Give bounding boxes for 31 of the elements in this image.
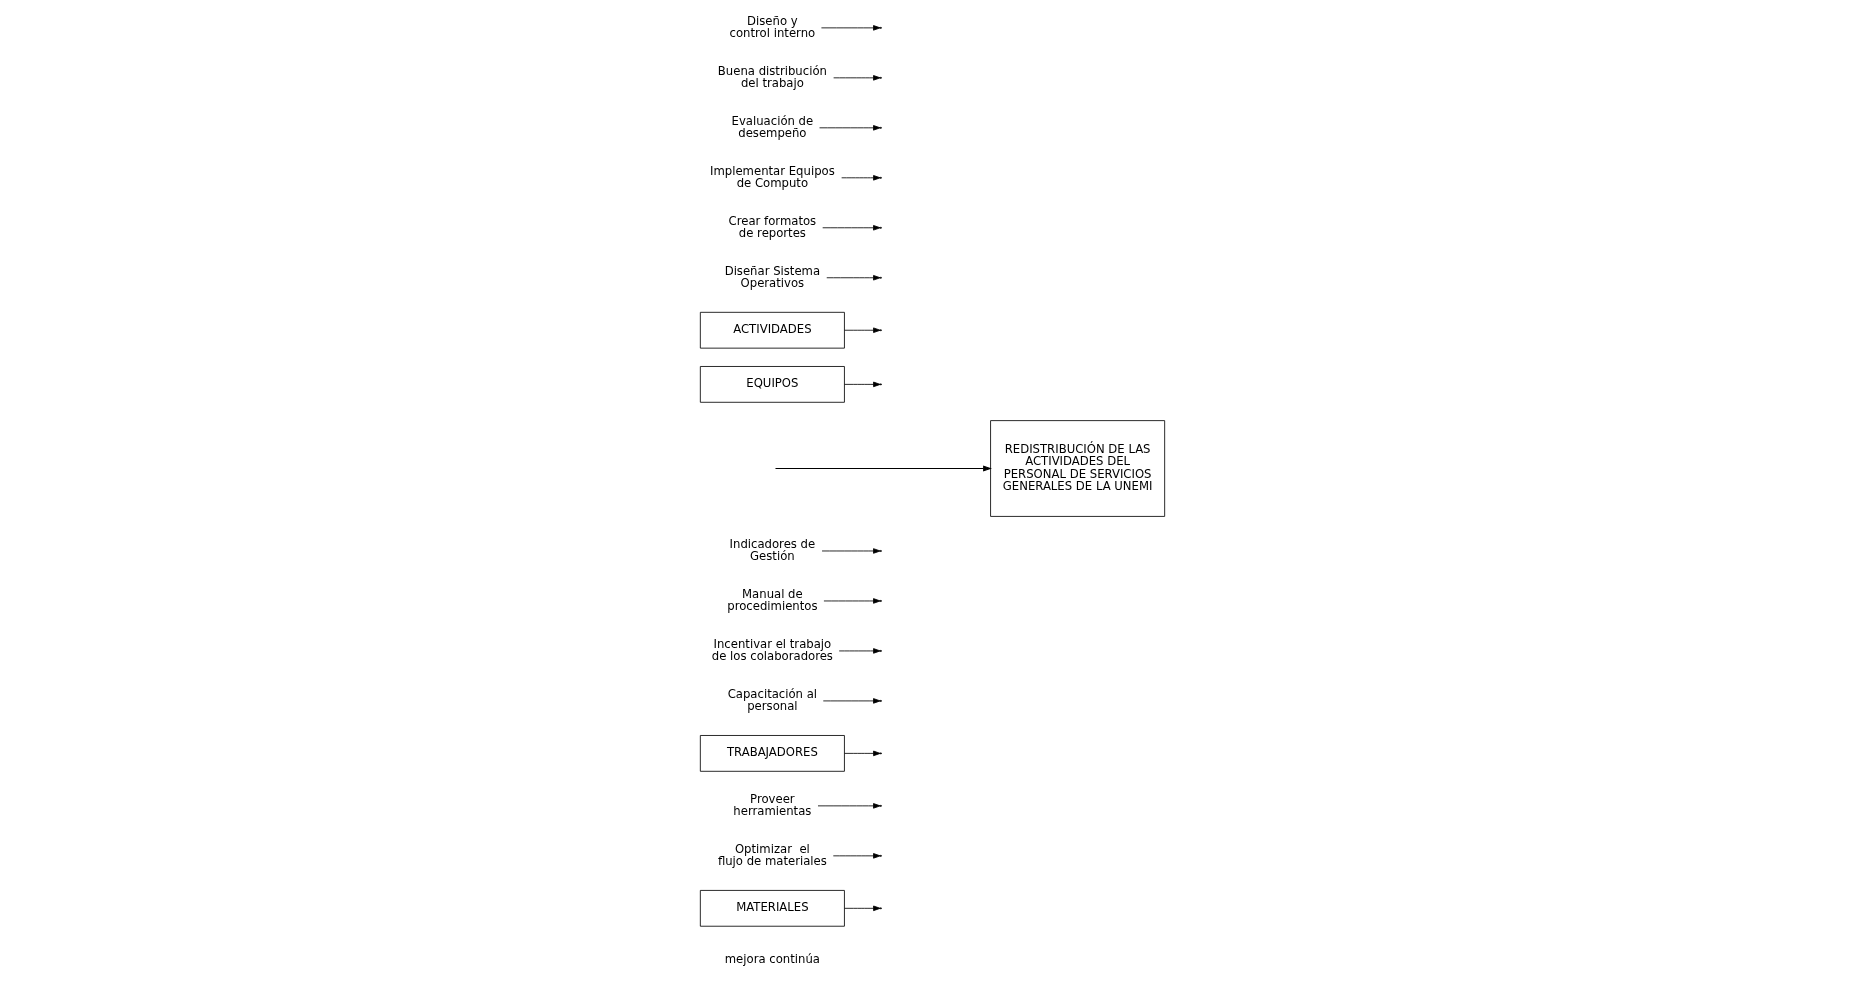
arrow xyxy=(841,175,881,181)
label: mejora continúa xyxy=(724,952,820,967)
arrow xyxy=(826,275,881,281)
node-text: Proveer herramientas xyxy=(733,791,812,819)
arrow xyxy=(822,225,881,231)
arrow xyxy=(844,327,881,333)
arrow xyxy=(822,698,881,704)
node-box: MATERIALES xyxy=(699,890,845,927)
node-box: TRABAJADORES xyxy=(699,735,845,772)
arrow xyxy=(832,853,881,859)
node-text: Optimizar el flujo de materiales xyxy=(717,841,827,869)
node-text: Implementar Equipos de Computo xyxy=(710,163,835,191)
node-text: Incentivar el trabajo de los colaboradores xyxy=(711,636,833,664)
node-box: ACTIVIDADES xyxy=(699,311,845,349)
node-text: Buena distribución del trabajo xyxy=(717,63,827,91)
node-text: Crear formatos de reportes xyxy=(728,213,817,241)
node-text: Evaluación de desempeño xyxy=(731,113,814,141)
arrow xyxy=(844,381,881,388)
node-box: REDISTRIBUCIÓN DE LAS ACTIVIDADES DEL PERSONAL DE SERVICIOS GENERALES DE LA UNEMI xyxy=(990,420,1166,517)
arrow xyxy=(833,75,881,81)
node-text: Diseñar Sistema Operativos xyxy=(724,263,821,291)
arrow xyxy=(774,465,992,472)
node-text: Manual de procedimientos xyxy=(727,586,818,614)
node-text: Capacitación al personal xyxy=(727,686,818,714)
arrow xyxy=(821,25,881,31)
node-text: Indicadores de Gestión xyxy=(729,536,816,564)
arrow xyxy=(844,750,881,757)
node-box: EQUIPOS xyxy=(699,366,845,403)
arrow xyxy=(817,803,881,809)
node-text: Diseño y control interno xyxy=(729,13,816,41)
arrow xyxy=(819,125,881,131)
